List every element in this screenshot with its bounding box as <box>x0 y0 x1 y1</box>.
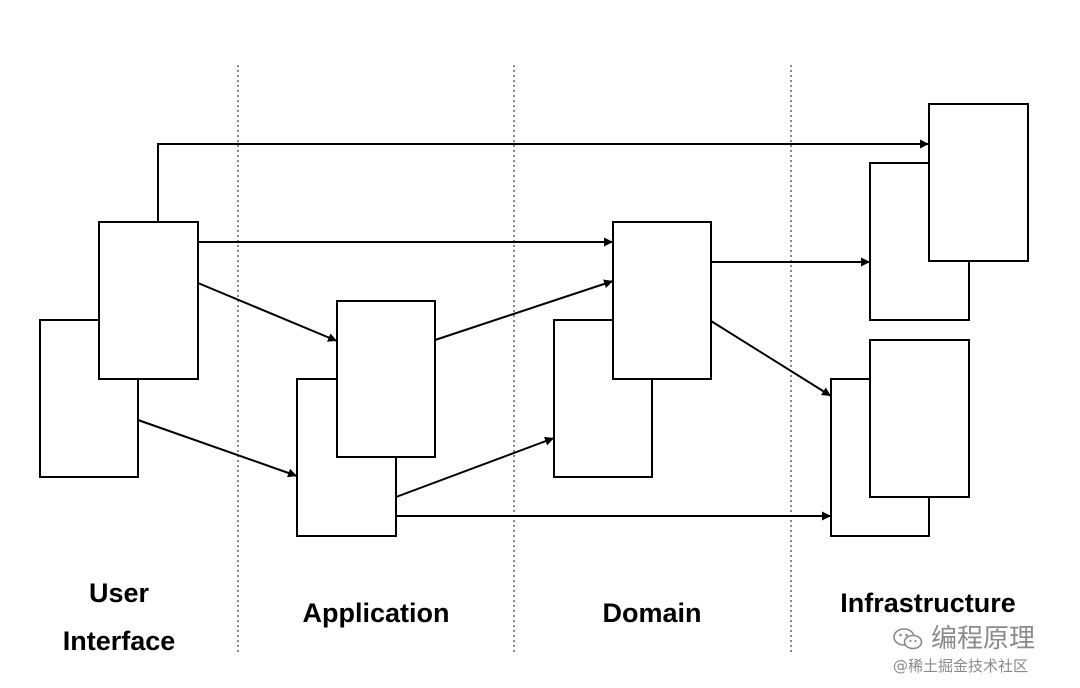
layer-label-line: Infrastructure <box>840 588 1016 618</box>
arrow-app-front-to-domain <box>434 279 614 341</box>
wechat-icon <box>893 628 923 650</box>
arrow-ui-to-app-back <box>137 419 298 478</box>
watermark: 编程原理 @稀土掘金技术社区 <box>893 624 1035 676</box>
layer-label-user-interface: User Interface <box>44 569 194 665</box>
infra-component-upper-front <box>928 103 1029 262</box>
layer-label-application: Application <box>276 589 476 637</box>
layer-label-line: Domain <box>602 598 702 628</box>
app-component-front <box>336 300 436 458</box>
infra-component-lower-front <box>869 339 970 498</box>
watermark-channel: 编程原理 <box>931 624 1036 654</box>
arrow-domain-to-infra-lower <box>710 320 832 397</box>
layer-label-line: Interface <box>62 626 176 656</box>
arrow-ui-to-app-front <box>197 282 338 342</box>
layer-label-line: Application <box>302 598 450 628</box>
layer-label-line: User <box>88 578 150 608</box>
layer-label-infrastructure: Infrastructure <box>818 579 1038 627</box>
domain-component-front <box>612 221 712 380</box>
watermark-source: @稀土掘金技术社区 <box>893 657 1029 675</box>
layer-label-domain: Domain <box>572 589 732 637</box>
arrow-app-back-to-domain-back <box>395 436 555 498</box>
arrow-ui-to-infra-upper <box>157 139 929 222</box>
ui-component-front <box>98 221 199 380</box>
